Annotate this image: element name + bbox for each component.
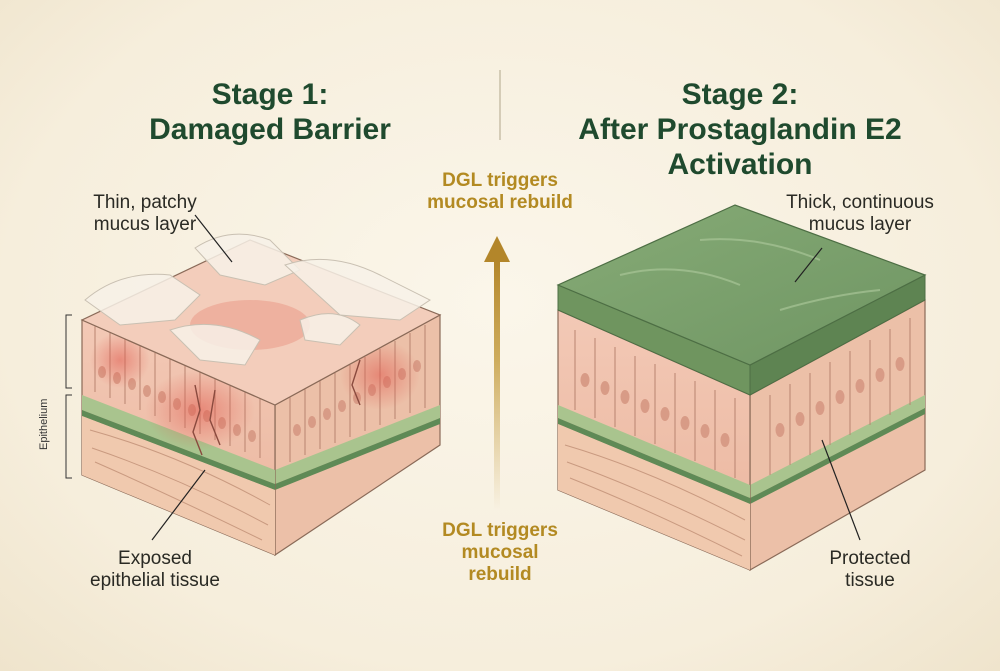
stage1-title: Stage 1: Damaged Barrier xyxy=(110,77,430,147)
protected-tissue-label: Protected tissue xyxy=(800,548,940,592)
thick-mucus-label: Thick, continuous mucus layer xyxy=(760,192,960,236)
epithelium-label: Epithelium xyxy=(38,399,50,450)
stage2-title: Stage 2: After Prostaglandin E2 Activati… xyxy=(560,77,920,182)
dgl-bottom-label: DGL triggers mucosal rebuild xyxy=(410,520,590,586)
thin-mucus-label: Thin, patchy mucus layer xyxy=(65,192,225,236)
dgl-top-label: DGL triggers mucosal rebuild xyxy=(410,170,590,214)
exposed-tissue-label: Exposed epithelial tissue xyxy=(60,548,250,592)
rebuild-arrow xyxy=(484,236,510,510)
damaged-tissue-block xyxy=(66,234,440,555)
protected-tissue-block xyxy=(558,205,925,570)
